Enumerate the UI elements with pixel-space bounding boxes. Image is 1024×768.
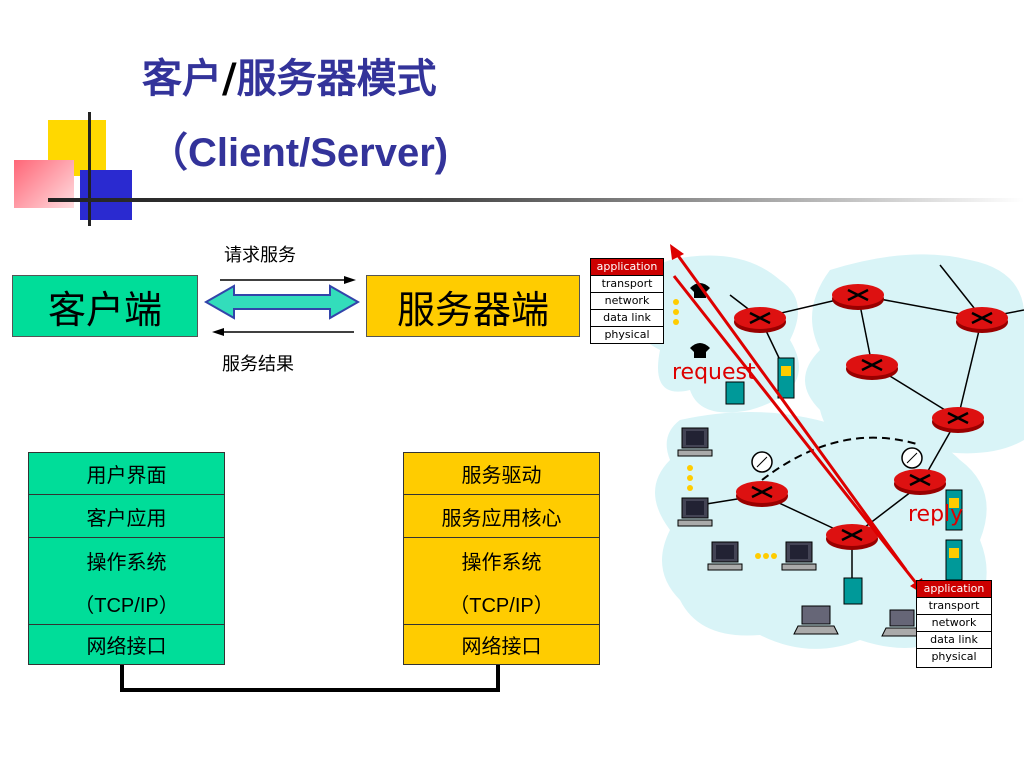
server-icon bbox=[945, 539, 963, 581]
host-box-icon bbox=[725, 381, 745, 405]
dashed-wireless-link bbox=[761, 436, 921, 481]
satellite-dish-icon bbox=[751, 451, 773, 473]
request-arrow-head bbox=[344, 276, 356, 284]
protocol-layer-transport: transport bbox=[917, 598, 991, 615]
router-icon bbox=[846, 354, 898, 380]
client-stack-row-os: 操作系统 bbox=[86, 549, 167, 574]
server-icon bbox=[945, 489, 963, 531]
reply-arrow-1 bbox=[672, 275, 922, 589]
router-icon bbox=[736, 481, 788, 507]
server-stack-row-os: 操作系统 bbox=[461, 549, 542, 574]
desktop-computer-icon bbox=[707, 541, 743, 571]
client-stack-row-ui: 用户界面 bbox=[29, 453, 224, 495]
protocol-layer-application: application bbox=[591, 259, 663, 276]
protocol-stack-top: application transport network data link … bbox=[590, 258, 664, 344]
client-stack-row-nic: 网络接口 bbox=[86, 634, 167, 658]
client-stack: 用户界面 客户应用 操作系统 （TCP/IP） 网络接口 bbox=[28, 452, 225, 665]
router-icon bbox=[832, 284, 884, 310]
client-stack-row-app: 客户应用 bbox=[29, 495, 224, 538]
telephone-icon bbox=[690, 343, 710, 358]
network-illustration bbox=[637, 244, 1024, 649]
stack-connection bbox=[120, 665, 500, 692]
server-stack-row-nic: 网络接口 bbox=[461, 634, 542, 658]
title-cn2: 服务器模式 bbox=[236, 56, 437, 102]
desktop-computer-icon bbox=[677, 427, 713, 457]
router-icon bbox=[826, 524, 878, 550]
service-result-label: 服务结果 bbox=[222, 354, 294, 375]
server-box: 服务器端 bbox=[366, 275, 580, 337]
server-stack: 服务驱动 服务应用核心 操作系统 （TCP/IP） 网络接口 bbox=[403, 452, 600, 665]
router-icon bbox=[932, 407, 984, 433]
laptop-icon bbox=[793, 605, 839, 635]
page-title: 客户/服务器模式 bbox=[142, 54, 437, 104]
request-arrow-1 bbox=[672, 249, 908, 571]
network-cloud-bottom bbox=[655, 412, 987, 649]
router-icon bbox=[734, 307, 786, 333]
router-icon bbox=[956, 307, 1008, 333]
protocol-stack-bottom: application transport network data link … bbox=[916, 580, 992, 668]
protocol-layer-physical: physical bbox=[931, 650, 977, 663]
title-cn1: 客户 bbox=[142, 56, 222, 102]
page-subtitle: （Client/Server) bbox=[148, 131, 449, 175]
client-label: 客户端 bbox=[47, 287, 162, 332]
result-arrow-head bbox=[212, 328, 224, 336]
ellipsis-dots bbox=[687, 465, 777, 559]
protocol-layer-physical: physical bbox=[604, 328, 650, 341]
decor-horizontal-line bbox=[48, 198, 1024, 202]
client-box: 客户端 bbox=[12, 275, 198, 337]
double-green-arrow bbox=[203, 284, 361, 320]
desktop-computer-icon bbox=[677, 497, 713, 527]
client-stack-row-tcpip: （TCP/IP） bbox=[29, 582, 224, 625]
request-label: request bbox=[672, 360, 756, 385]
server-icon bbox=[777, 357, 795, 399]
request-service-label: 请求服务 bbox=[224, 245, 296, 266]
server-stack-row-core: 服务应用核心 bbox=[404, 495, 599, 538]
ellipsis-dots bbox=[673, 299, 679, 325]
host-box-icon bbox=[843, 577, 863, 605]
protocol-layer-network: network bbox=[917, 615, 991, 632]
protocol-layer-network: network bbox=[591, 293, 663, 310]
protocol-layer-application: application bbox=[917, 581, 991, 598]
satellite-dish-icon bbox=[901, 447, 923, 469]
desktop-computer-icon bbox=[781, 541, 817, 571]
protocol-layer-datalink: data link bbox=[591, 310, 663, 327]
laptop-icon bbox=[881, 609, 923, 637]
reply-label: reply bbox=[908, 502, 964, 527]
title-slash: / bbox=[222, 56, 237, 102]
protocol-layer-transport: transport bbox=[591, 276, 663, 293]
server-stack-row-driver: 服务驱动 bbox=[404, 453, 599, 495]
server-label: 服务器端 bbox=[396, 287, 549, 332]
top-arrows bbox=[203, 276, 361, 336]
router-icons bbox=[734, 284, 1008, 550]
protocol-layer-datalink: data link bbox=[917, 632, 991, 649]
router-icon bbox=[894, 469, 946, 495]
server-stack-row-tcpip: （TCP/IP） bbox=[404, 582, 599, 625]
decor-vertical-line bbox=[88, 112, 91, 226]
